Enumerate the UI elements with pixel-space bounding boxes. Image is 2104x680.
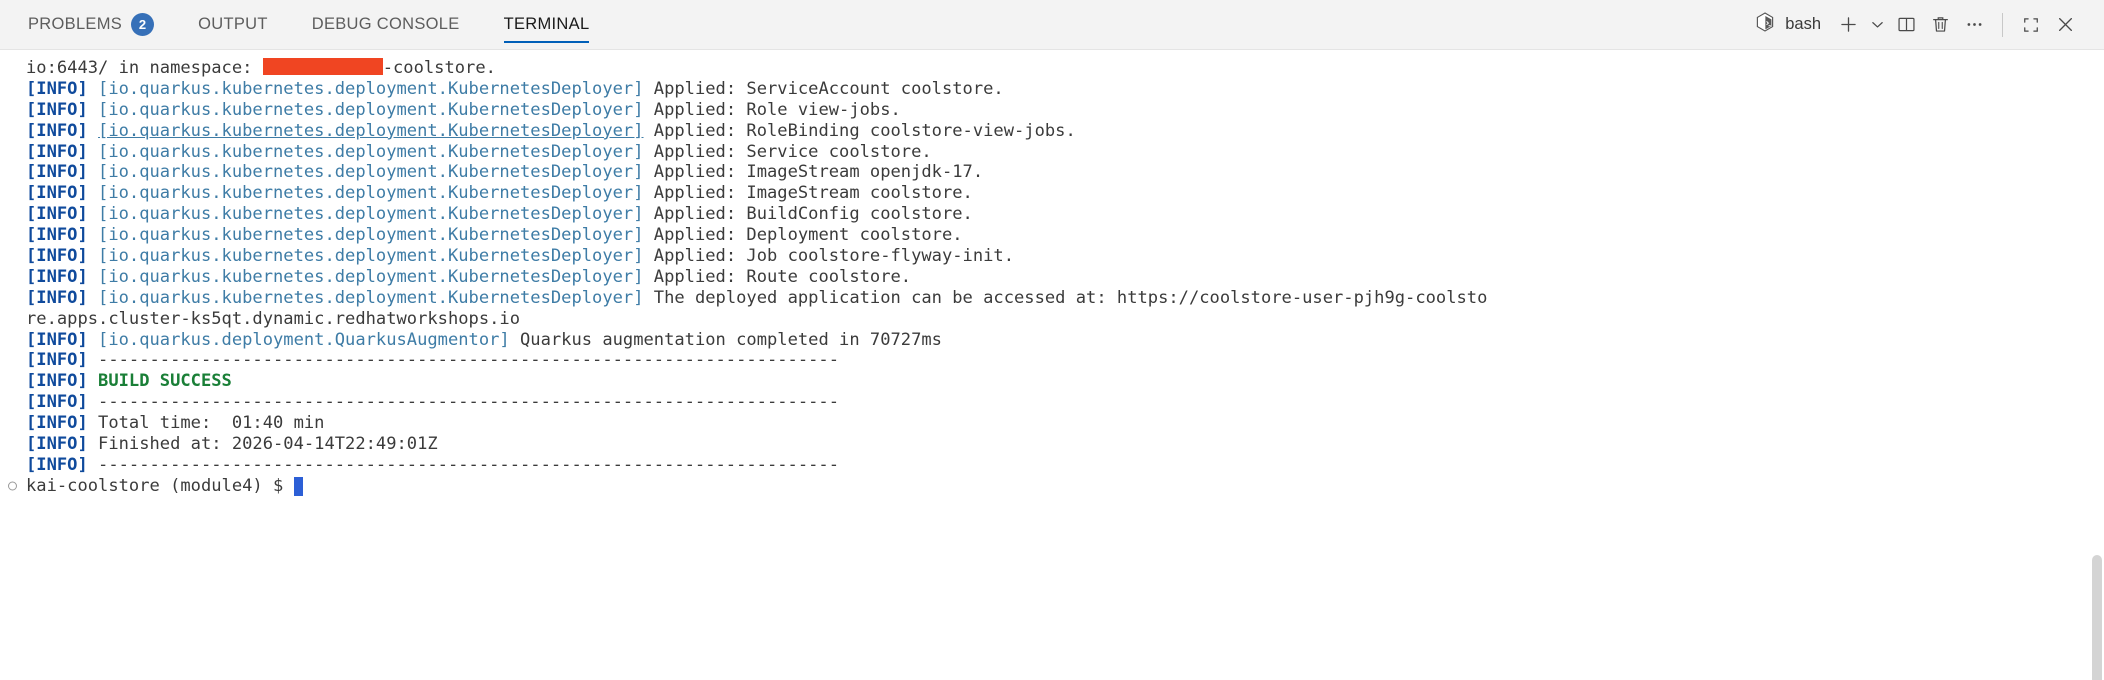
maximize-panel-button[interactable] (2014, 8, 2048, 42)
log-source-class[interactable]: [io.quarkus.kubernetes.deployment.Kubern… (98, 225, 644, 246)
close-panel-button[interactable] (2048, 8, 2082, 42)
active-terminal-selector[interactable]: bash (1750, 8, 1831, 42)
tab-output[interactable]: OUTPUT (176, 0, 290, 49)
terminal-line: [INFO] ---------------------------------… (26, 454, 840, 475)
log-source-class[interactable]: [io.quarkus.kubernetes.deployment.Kubern… (98, 204, 644, 225)
split-editor-icon (1896, 14, 1917, 35)
bash-shell-icon (1754, 11, 1776, 38)
log-source-class[interactable]: [io.quarkus.kubernetes.deployment.Kubern… (98, 246, 644, 267)
chevron-down-icon (1870, 17, 1885, 32)
tab-problems[interactable]: PROBLEMS 2 (28, 0, 176, 49)
terminal-line: [INFO] Total time: 01:40 min (26, 413, 325, 434)
terminal-line: [INFO] [io.quarkus.kubernetes.deployment… (26, 99, 901, 120)
redacted-text-block (262, 58, 383, 75)
views-and-more-actions-button[interactable] (1957, 8, 1991, 42)
terminal-line: [INFO] [io.quarkus.kubernetes.deployment… (26, 183, 973, 204)
terminal-prompt-row[interactable]: kai-coolstore (module4) $ (0, 476, 2104, 497)
tab-problems-label: PROBLEMS (28, 15, 123, 33)
terminal-line: [INFO] [io.quarkus.deployment.QuarkusAug… (26, 329, 942, 350)
panel-header: PROBLEMS 2 OUTPUT DEBUG CONSOLE TERMINAL (0, 0, 2104, 50)
log-source-class[interactable]: [io.quarkus.deployment.QuarkusAugmentor] (98, 329, 510, 350)
log-source-class[interactable]: [io.quarkus.kubernetes.deployment.Kubern… (98, 120, 644, 141)
log-source-class[interactable]: [io.quarkus.kubernetes.deployment.Kubern… (98, 287, 644, 308)
terminal-line: [INFO] [io.quarkus.kubernetes.deployment… (26, 162, 984, 183)
panel-tab-list: PROBLEMS 2 OUTPUT DEBUG CONSOLE TERMINAL (28, 0, 611, 49)
terminal-line: [INFO] [io.quarkus.kubernetes.deployment… (26, 266, 912, 287)
log-source-class[interactable]: [io.quarkus.kubernetes.deployment.Kubern… (98, 183, 644, 204)
log-source-class[interactable]: [io.quarkus.kubernetes.deployment.Kubern… (98, 78, 644, 99)
block-cursor (293, 476, 304, 496)
tab-debug-console[interactable]: DEBUG CONSOLE (290, 0, 482, 49)
log-source-class[interactable]: [io.quarkus.kubernetes.deployment.Kubern… (98, 162, 644, 183)
terminal-line: [INFO] [io.quarkus.kubernetes.deployment… (26, 225, 963, 246)
build-status-text: BUILD SUCCESS (98, 371, 232, 392)
tab-terminal[interactable]: TERMINAL (482, 0, 612, 49)
tab-output-label: OUTPUT (198, 15, 268, 33)
terminal-output-area[interactable]: io:6443/ in namespace: -coolstore.[INFO]… (0, 50, 2104, 680)
kill-terminal-button[interactable] (1923, 8, 1957, 42)
log-source-class[interactable]: [io.quarkus.kubernetes.deployment.Kubern… (98, 141, 644, 162)
terminal-line: [INFO] [io.quarkus.kubernetes.deployment… (26, 141, 932, 162)
terminal-scrollbar-track[interactable] (2090, 100, 2104, 680)
toolbar-divider (2002, 12, 2003, 37)
new-terminal-dropdown-button[interactable] (1865, 8, 1889, 42)
new-terminal-button[interactable] (1831, 8, 1865, 42)
ellipsis-icon (1964, 14, 1985, 35)
terminal-line: re.apps.cluster-ks5qt.dynamic.redhatwork… (26, 308, 520, 329)
terminal-line: [INFO] Finished at: 2026-04-14T22:49:01Z (26, 434, 438, 455)
terminal-line: io:6443/ in namespace: -coolstore. (26, 58, 496, 78)
terminal-line: [INFO] BUILD SUCCESS (26, 371, 232, 392)
terminal-log-lines: io:6443/ in namespace: -coolstore.[INFO]… (0, 58, 2104, 476)
terminal-toolbar: bash (1750, 0, 2082, 49)
terminal-line: [INFO] [io.quarkus.kubernetes.deployment… (26, 78, 1004, 99)
terminal-line: [INFO] [io.quarkus.kubernetes.deployment… (26, 246, 1014, 267)
command-decoration-icon (8, 481, 17, 491)
terminal-line: [INFO] ---------------------------------… (26, 392, 840, 413)
split-terminal-button[interactable] (1889, 8, 1923, 42)
terminal-line: [INFO] ---------------------------------… (26, 350, 840, 371)
prompt-text: kai-coolstore (module4) $ (26, 475, 294, 496)
terminal-line: [INFO] [io.quarkus.kubernetes.deployment… (26, 120, 1076, 141)
maximize-panel-icon (2021, 15, 2041, 35)
trash-icon (1930, 14, 1951, 35)
terminal-line: [INFO] [io.quarkus.kubernetes.deployment… (26, 287, 1488, 308)
problems-count-badge: 2 (131, 13, 155, 36)
log-source-class[interactable]: [io.quarkus.kubernetes.deployment.Kubern… (98, 99, 644, 120)
tab-terminal-label: TERMINAL (503, 15, 590, 33)
log-source-class[interactable]: [io.quarkus.kubernetes.deployment.Kubern… (98, 266, 644, 287)
close-icon (2055, 14, 2076, 35)
plus-icon (1838, 14, 1859, 35)
tab-debug-console-label: DEBUG CONSOLE (311, 15, 460, 33)
terminal-line: [INFO] [io.quarkus.kubernetes.deployment… (26, 204, 973, 225)
terminal-scrollbar-thumb[interactable] (2092, 555, 2102, 680)
active-terminal-name: bash (1785, 15, 1821, 33)
